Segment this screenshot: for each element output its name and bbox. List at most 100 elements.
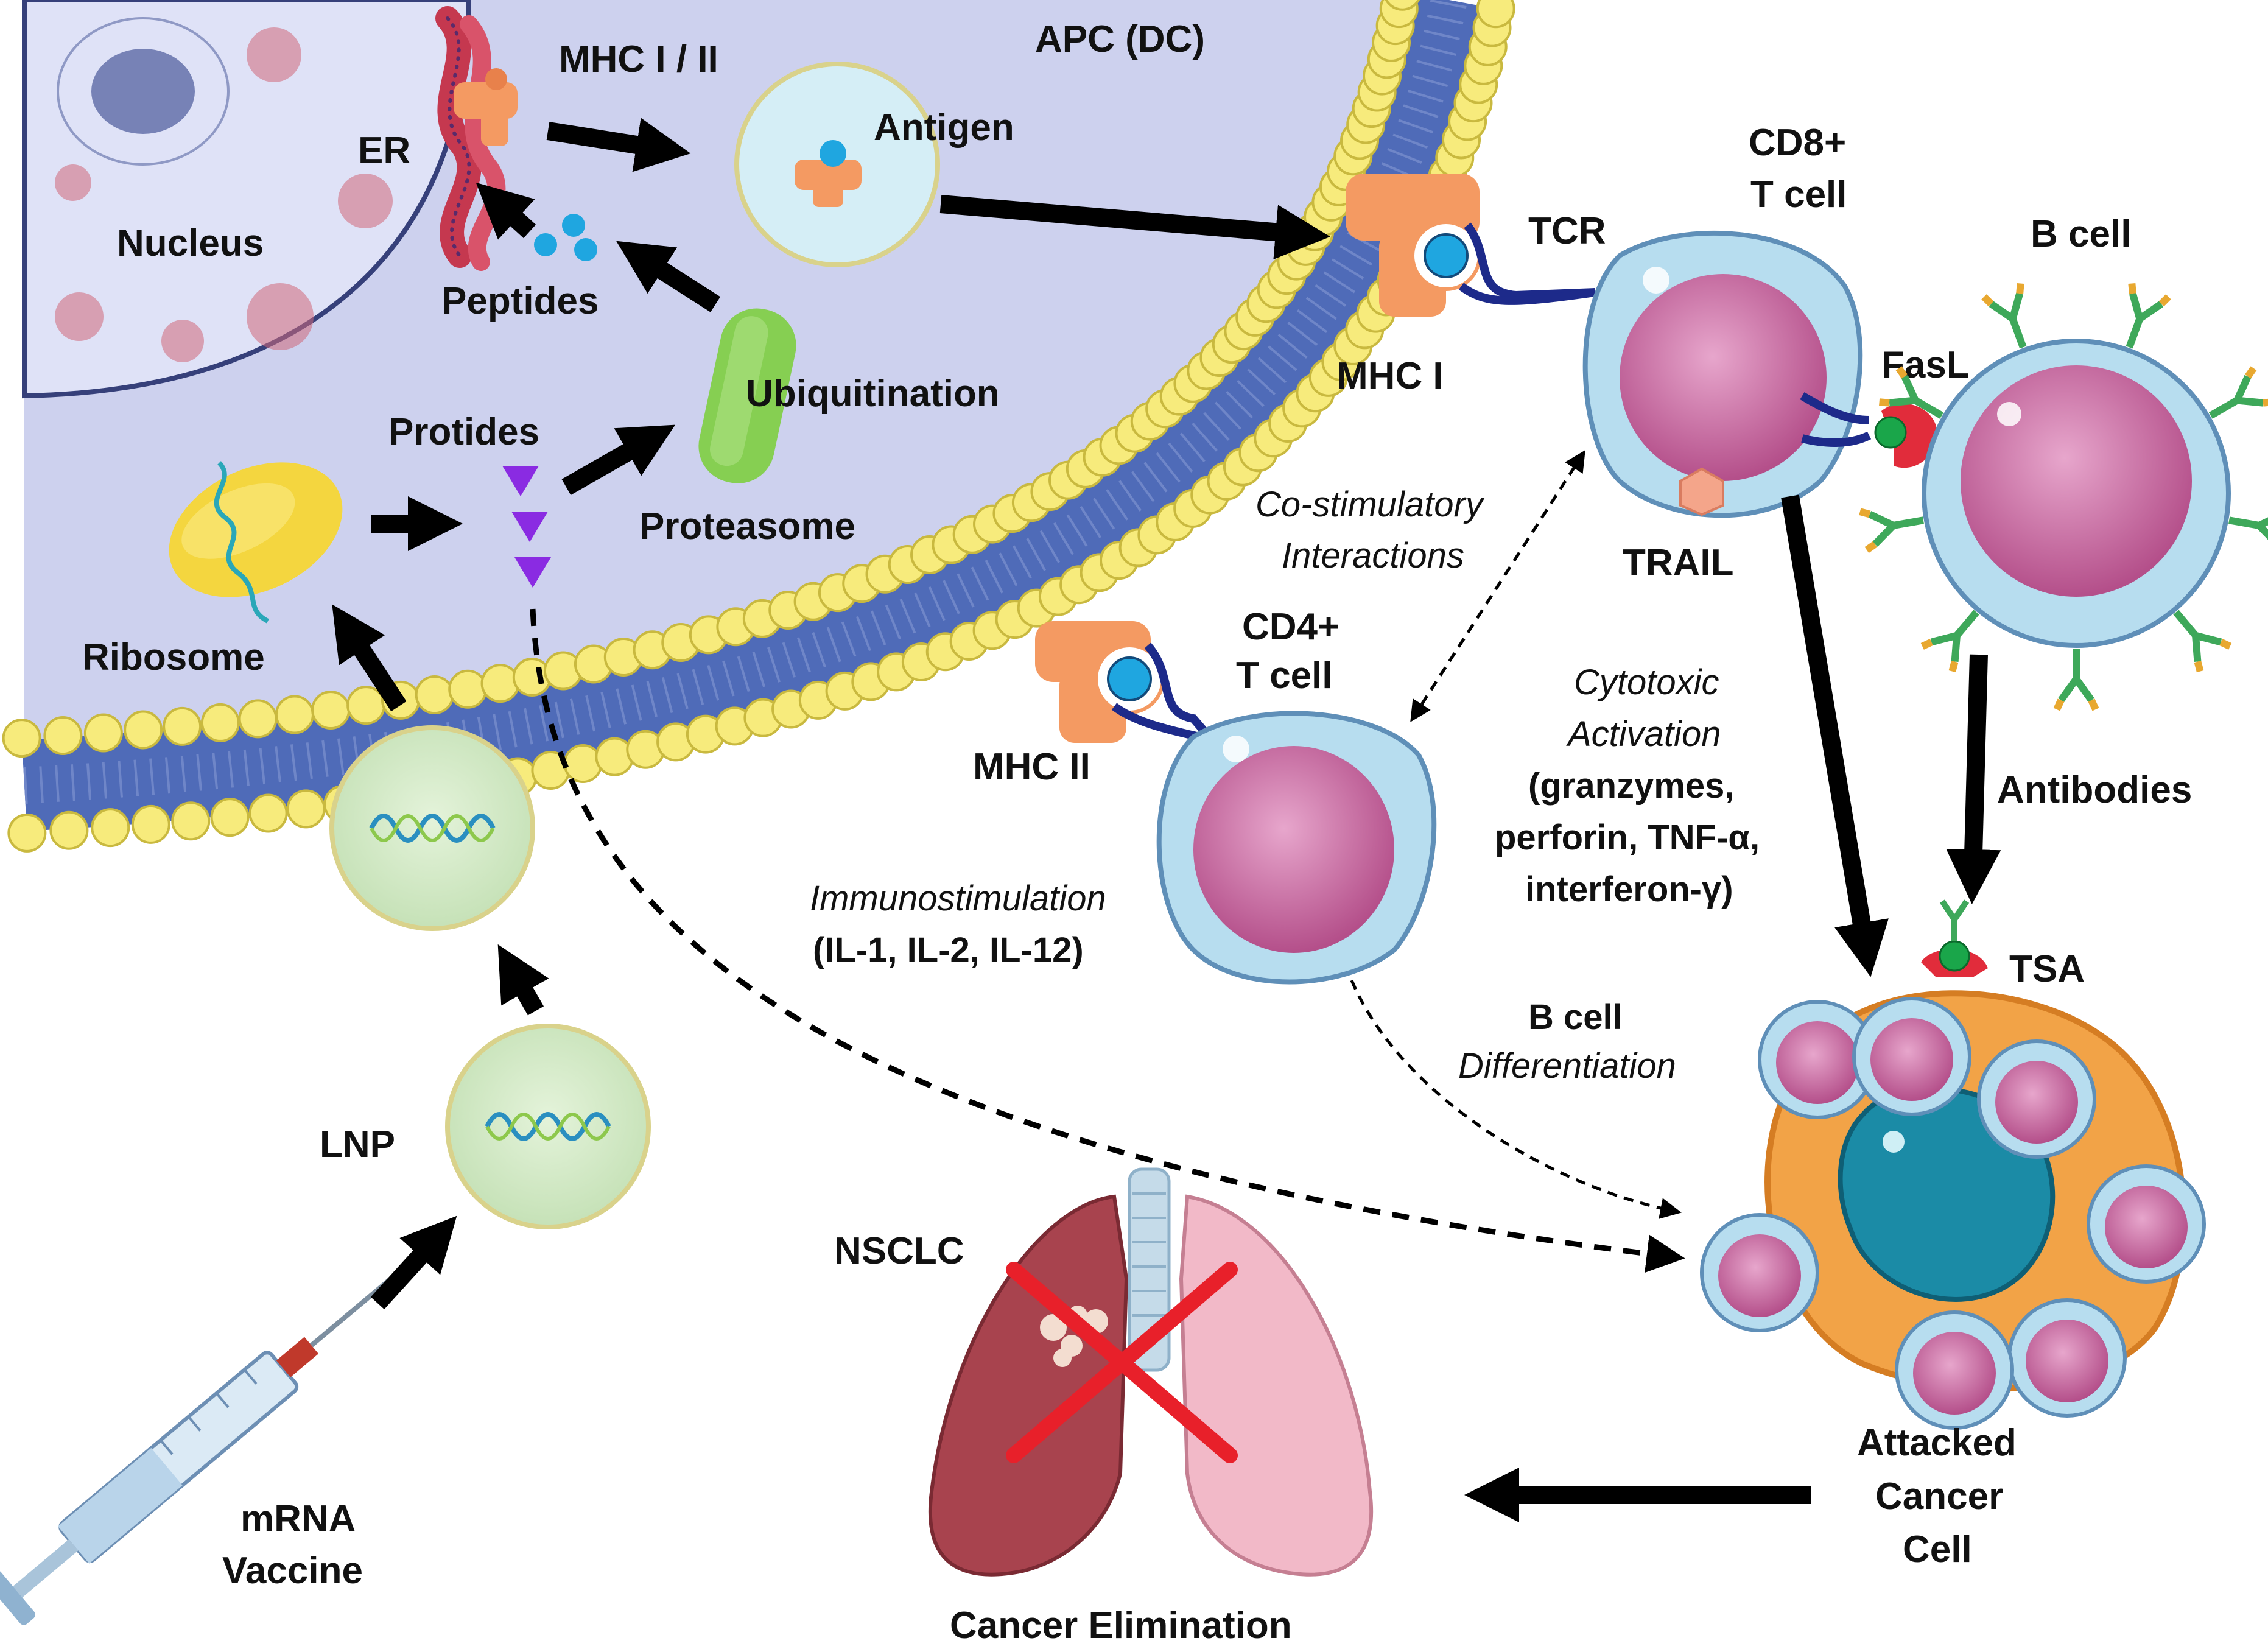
attached-t-cell-nucleus (1913, 1332, 1996, 1415)
proteasome: Ubiquitination Proteasome (639, 308, 1000, 547)
b-cell-label: B cell (2031, 213, 2131, 255)
arrow-membrane-ribosome (332, 604, 407, 712)
mhc-i-complex: MHC I TCR (1336, 174, 1606, 397)
arrow-lnp-membrane (497, 944, 549, 1016)
dashed-costim (1410, 450, 1585, 722)
cytotoxic-label-1: Cytotoxic (1574, 663, 1719, 702)
cd8-label-2: T cell (1750, 174, 1847, 216)
antibody-icon (2208, 366, 2268, 419)
peptides-label: Peptides (441, 280, 599, 322)
lipid-head (163, 706, 202, 746)
lipid-head (1385, 0, 1420, 11)
bdiff-label-1: B cell (1528, 997, 1623, 1037)
ribosome-label: Ribosome (82, 636, 265, 678)
lipid-bilayer (2, 0, 1515, 853)
lipid-head (248, 793, 288, 833)
arrow-mhc-antigen (546, 118, 691, 172)
mhc-i-label: MHC I (1336, 355, 1444, 397)
nucleus: Nucleus (22, 0, 472, 399)
er-mhc (454, 68, 518, 146)
lipid-head (210, 798, 250, 837)
lipid-head (480, 664, 520, 703)
antigen-vesicle: Antigen (734, 62, 1014, 267)
attacked-label-3: Cell (1903, 1528, 1972, 1570)
arrow-peptides-er (476, 182, 536, 240)
bdiff-label-2: Differentiation (1458, 1046, 1676, 1086)
attached-t-cells (1700, 997, 2206, 1430)
ribosome: Ribosome (82, 461, 343, 678)
cytotoxic-label-4: perforin, TNF-α, (1495, 818, 1760, 857)
lipid-head (2, 719, 41, 758)
lnp-label: LNP (320, 1123, 395, 1166)
lipid-head (131, 804, 170, 844)
lipid-head (275, 695, 314, 734)
mhc-i-ii-label: MHC I / II (559, 38, 718, 80)
cancer-cell: TSA Attacked Cancer Cell (1700, 899, 2206, 1570)
lipid-head (171, 801, 211, 841)
antibody-icon (1920, 610, 1979, 673)
arrow-antigen-mhci (939, 195, 1330, 260)
arrow-syringe-lnp (370, 1215, 457, 1310)
apc-label: APC (DC) (1035, 18, 1205, 60)
immunostim-label-2: (IL-1, IL-2, IL-12) (813, 930, 1084, 970)
vaccine-label: Vaccine (222, 1550, 363, 1592)
fasl-label: FasL (1881, 344, 1970, 386)
arrow-proteasome-peptides (616, 241, 721, 312)
antibody-icon (2173, 610, 2232, 673)
antibody-icon (2053, 649, 2099, 711)
attached-t-cell-nucleus (1870, 1018, 1953, 1101)
lipid-head (1476, 0, 1515, 29)
protides-label: Protides (388, 411, 539, 453)
lipid-head (286, 789, 326, 829)
tsa-receptor (1921, 899, 1988, 977)
proteasome-label: Proteasome (639, 505, 855, 547)
attached-t-cell-nucleus (2026, 1320, 2108, 1402)
nucleus-label: Nucleus (117, 222, 264, 264)
arrow-protides-proteasome (561, 424, 676, 496)
mrna-label: mRNA (240, 1498, 356, 1540)
lipid-head (91, 808, 130, 848)
lipid-head (200, 703, 240, 742)
b-cell-antibodies (1859, 283, 2268, 711)
immunostim-label-1: Immunostimulation (810, 879, 1106, 918)
lipid-head (124, 710, 163, 750)
fasl-interaction: FasL (1800, 344, 1970, 468)
cancer-elimination-label: Cancer Elimination (950, 1605, 1292, 1647)
costim-label-2: Interactions (1282, 536, 1464, 575)
dashed-arrows (530, 450, 1685, 1273)
lipid-head (238, 699, 278, 739)
antibody-icon (2228, 511, 2268, 547)
attacked-label-1: Attacked (1857, 1422, 2017, 1464)
mhc-ii-label: MHC II (973, 746, 1090, 788)
attached-t-cell-nucleus (1718, 1234, 1801, 1317)
lnp-outside: LNP (320, 1024, 651, 1229)
antibody-icon (1981, 283, 2027, 349)
cytotoxic-label-5: interferon-γ) (1525, 870, 1733, 909)
attached-t-cell-nucleus (2105, 1186, 2188, 1268)
er-label: ER (358, 130, 410, 172)
cd4-label-1: CD4+ (1242, 606, 1339, 648)
lipid-head (7, 813, 47, 853)
tsa-label: TSA (2009, 948, 2085, 990)
dashed-immunostim (530, 608, 1685, 1273)
flow-arrows (332, 118, 2001, 1522)
peptides: Peptides (441, 214, 599, 322)
lipid-head (311, 691, 351, 730)
attached-t-cell-nucleus (1995, 1061, 2078, 1144)
syringe: mRNA Vaccine (0, 1253, 421, 1625)
b-cell: B cell Antibodies (1859, 213, 2268, 811)
protides: Protides (388, 411, 551, 588)
cd4-label-2: T cell (1236, 655, 1333, 697)
dashed-bdiff (1350, 980, 1682, 1219)
trail-label: TRAIL (1623, 542, 1734, 584)
attacked-label-2: Cancer (1875, 1475, 2003, 1517)
antibody-icon (1859, 508, 1924, 554)
antibody-icon (1879, 366, 1944, 419)
cytotoxic-label-3: (granzymes, (1528, 766, 1734, 806)
lipid-head (43, 716, 83, 756)
lipid-head (83, 713, 123, 753)
costim-label-1: Co-stimulatory (1255, 485, 1485, 524)
lipid-head (415, 675, 454, 715)
arrow-bcell-tsa (1946, 654, 2001, 904)
